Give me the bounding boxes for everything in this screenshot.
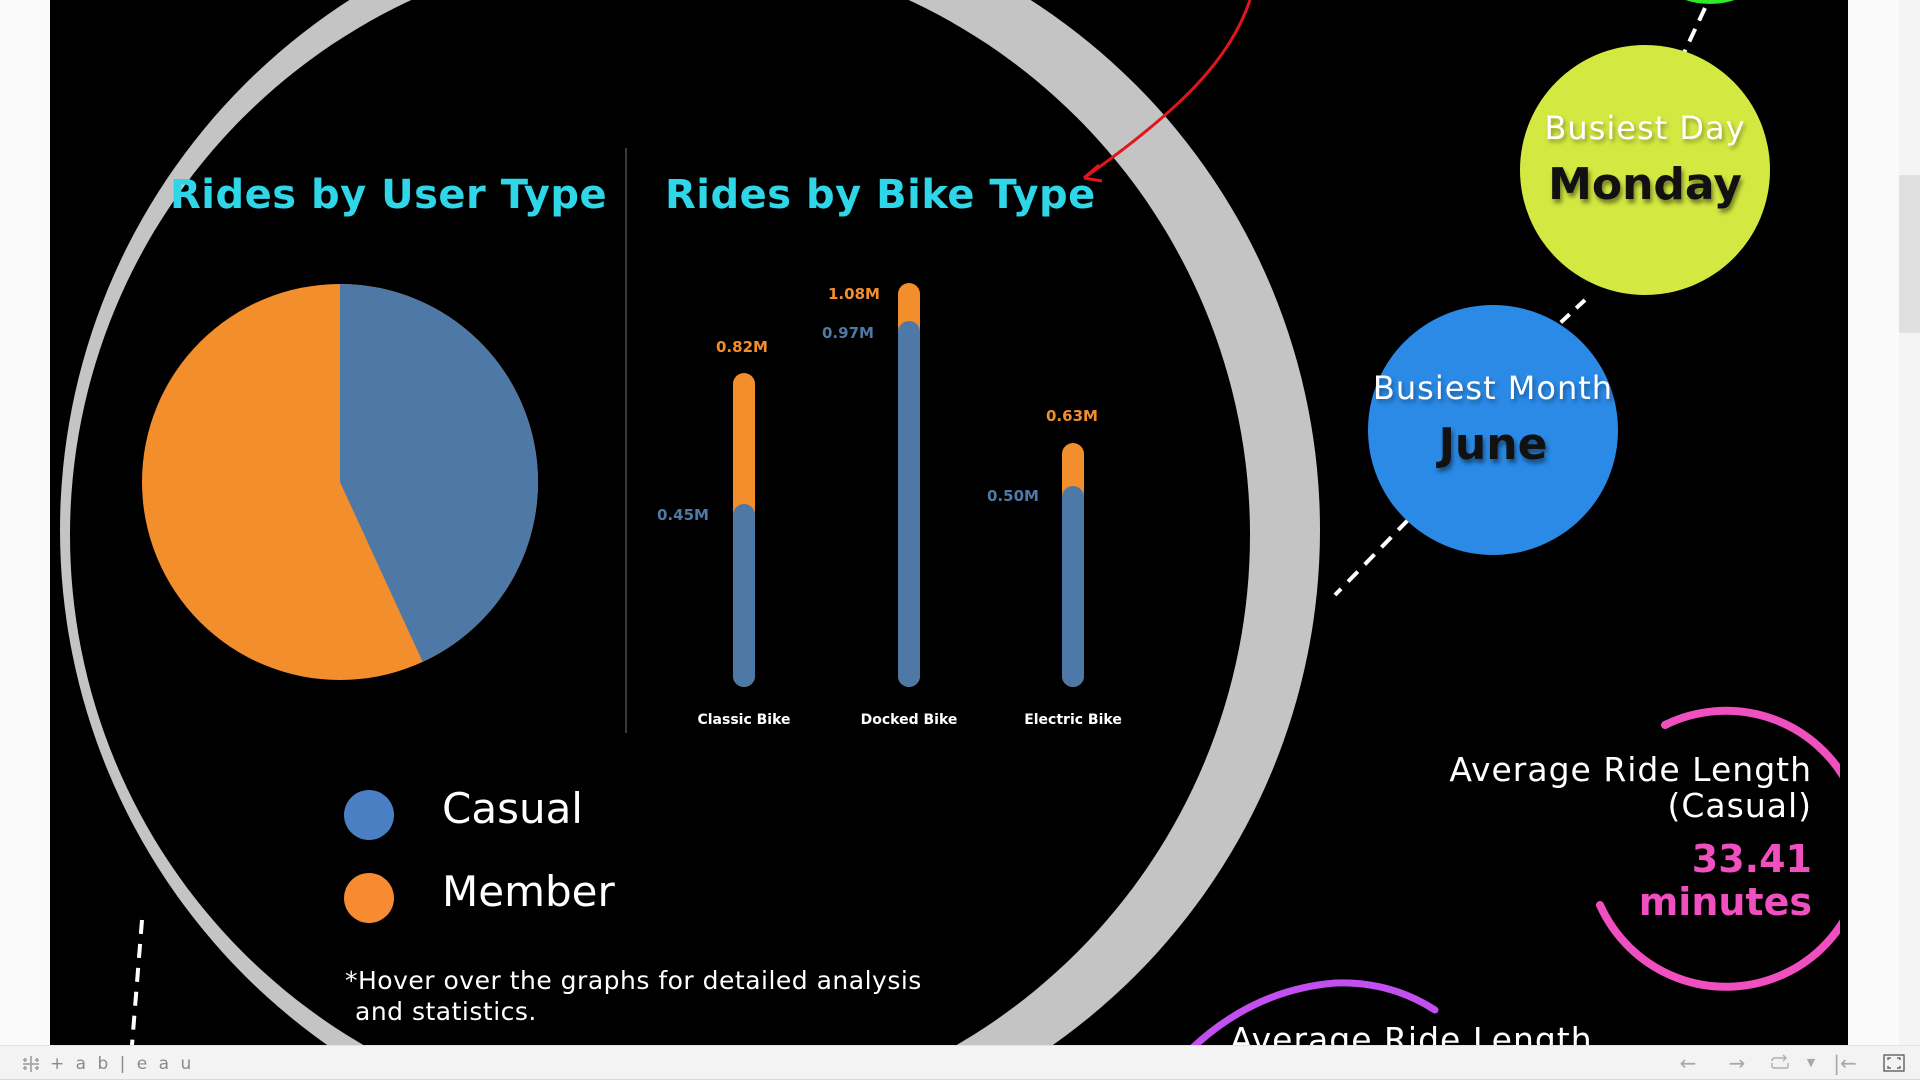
bar-casual-classic-bike[interactable] bbox=[733, 504, 755, 687]
redo-button[interactable]: → bbox=[1719, 1050, 1755, 1076]
revert-icon bbox=[1771, 1054, 1789, 1069]
legend: Casual Member bbox=[344, 784, 744, 928]
note-line-2: and statistics. bbox=[355, 997, 537, 1026]
tableau-viewport: Rides by User Type Rides by Bike Type 0.… bbox=[50, 0, 1848, 1045]
label-casual-docked-bike: 0.97M bbox=[822, 324, 874, 342]
legend-label-casual: Casual bbox=[442, 784, 583, 833]
avg-ride-casual-value: 33.41 bbox=[1691, 837, 1812, 881]
panel-divider bbox=[625, 148, 627, 733]
category-label-electric-bike: Electric Bike bbox=[1024, 712, 1122, 728]
tableau-wordmark: + a b | e a u bbox=[50, 1054, 195, 1074]
category-label-docked-bike: Docked Bike bbox=[860, 712, 958, 728]
fullscreen-icon bbox=[1883, 1054, 1905, 1072]
tableau-toolbar: + a b | e a u ← → ▼ |← bbox=[0, 1045, 1920, 1080]
revert-dropdown-button[interactable]: ▼ bbox=[1803, 1050, 1819, 1076]
label-member-classic-bike: 0.82M bbox=[716, 338, 768, 356]
undo-arrow-icon: ← bbox=[1679, 1051, 1697, 1075]
avg-ride-casual-label-1: Average Ride Length bbox=[1449, 750, 1812, 789]
redo-arrow-icon: → bbox=[1728, 1051, 1746, 1075]
bike-type-bar-chart[interactable]: 0.82M 0.45M Classic Bike 1.08M 0.97M Doc… bbox=[650, 270, 1200, 740]
busiest-day-value: Monday bbox=[1548, 158, 1742, 210]
fullscreen-button[interactable] bbox=[1882, 1050, 1910, 1076]
busiest-month-kpi[interactable]: Busiest Month June bbox=[1368, 305, 1618, 555]
avg-ride-casual-unit: minutes bbox=[1638, 880, 1812, 924]
top-green-circle bbox=[1635, 0, 1785, 4]
revert-button[interactable] bbox=[1767, 1050, 1801, 1076]
undo-button[interactable]: ← bbox=[1670, 1050, 1706, 1076]
hover-instruction-note: *Hover over the graphs for detailed anal… bbox=[345, 965, 922, 1027]
avg-ride-casual-arc bbox=[1596, 706, 1840, 991]
dashboard-canvas: Rides by User Type Rides by Bike Type 0.… bbox=[50, 0, 1848, 1045]
avg-ride-member-arc bbox=[1190, 979, 1439, 1045]
legend-dot-member[interactable] bbox=[344, 873, 394, 923]
pie-slice-casual[interactable] bbox=[340, 284, 538, 662]
busiest-month-label: Busiest Month bbox=[1372, 368, 1614, 407]
bike-type-chart-title: Rides by Bike Type bbox=[665, 172, 1096, 218]
label-member-electric-bike: 0.63M bbox=[1046, 407, 1098, 425]
user-type-pie-chart[interactable] bbox=[140, 284, 540, 684]
dashed-connector-lines bbox=[130, 0, 1707, 1045]
avg-ride-casual-label-2: (Casual) bbox=[1667, 786, 1812, 825]
reset-to-start-icon: |← bbox=[1833, 1051, 1857, 1075]
label-casual-classic-bike: 0.45M bbox=[657, 506, 709, 524]
busiest-day-kpi[interactable]: Busiest Day Monday bbox=[1520, 45, 1770, 295]
vertical-scrollbar[interactable] bbox=[1899, 0, 1920, 1045]
avg-ride-casual-kpi[interactable]: Average Ride Length (Casual) 33.41 minut… bbox=[1400, 752, 1812, 924]
user-type-chart-title: Rides by User Type bbox=[170, 172, 608, 218]
busiest-day-label: Busiest Day bbox=[1544, 108, 1746, 147]
avg-ride-member-label: Average Ride Length bbox=[1230, 1020, 1593, 1046]
label-member-docked-bike: 1.08M bbox=[828, 285, 880, 303]
note-line-1: *Hover over the graphs for detailed anal… bbox=[345, 966, 922, 995]
reset-to-start-button[interactable]: |← bbox=[1830, 1050, 1860, 1076]
label-casual-electric-bike: 0.50M bbox=[987, 487, 1039, 505]
scrollbar-thumb[interactable] bbox=[1899, 175, 1920, 333]
legend-label-member: Member bbox=[442, 867, 615, 916]
busiest-month-value: June bbox=[1438, 418, 1548, 470]
legend-dot-casual[interactable] bbox=[344, 790, 394, 840]
bar-casual-electric-bike[interactable] bbox=[1062, 486, 1084, 687]
tableau-logo-icon bbox=[23, 1056, 39, 1072]
tableau-logo[interactable]: + a b | e a u bbox=[20, 1053, 194, 1075]
caret-down-icon: ▼ bbox=[1806, 1056, 1816, 1069]
category-label-classic-bike: Classic Bike bbox=[697, 712, 791, 728]
bar-casual-docked-bike[interactable] bbox=[898, 321, 920, 687]
